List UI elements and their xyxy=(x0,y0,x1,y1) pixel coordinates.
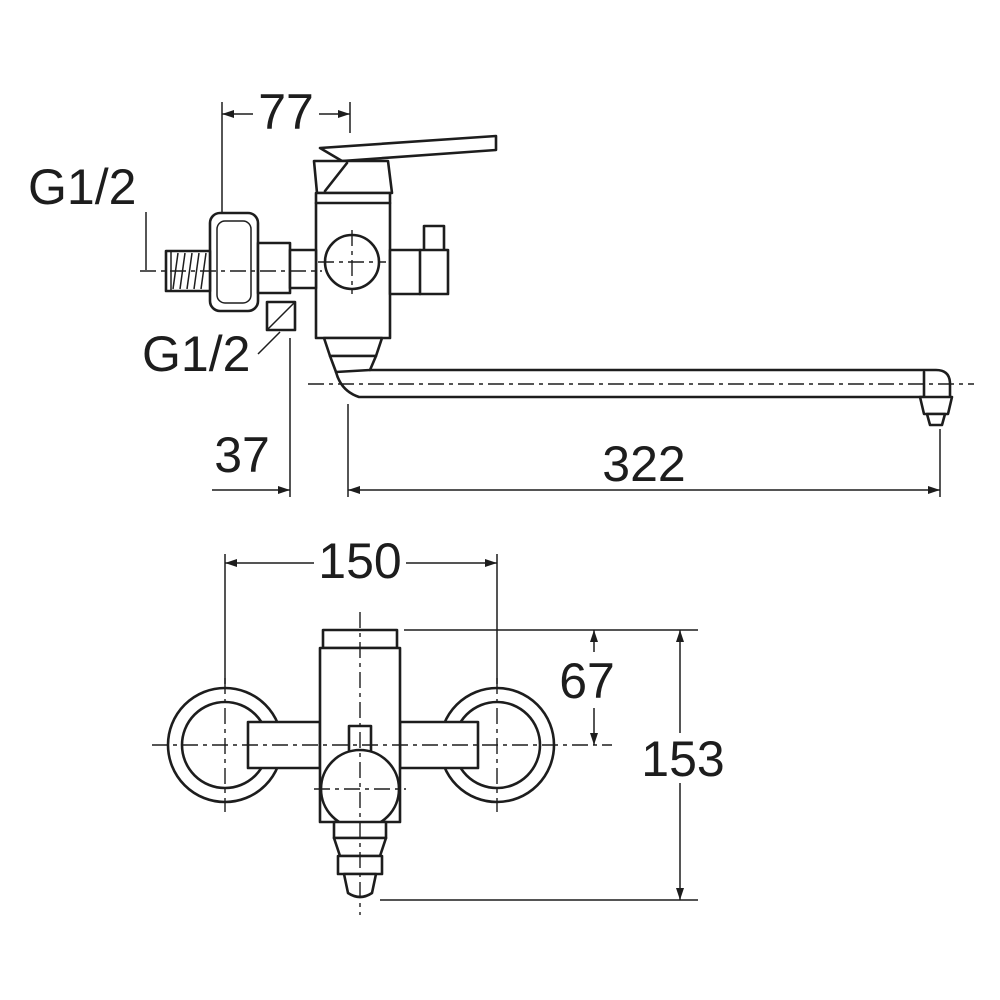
aerator-tip xyxy=(925,412,947,427)
diverter-stub xyxy=(422,224,446,254)
front-view: 150 67 153 xyxy=(152,533,725,915)
arrow-153-bottom xyxy=(676,888,684,900)
arrow-153-top xyxy=(676,630,684,642)
dim-37-label: 37 xyxy=(214,427,270,483)
eccentric-step xyxy=(288,248,318,290)
thread-label-shower: G1/2 xyxy=(142,326,250,382)
eccentric-connector xyxy=(256,241,292,295)
handle-cap-edge xyxy=(323,161,349,193)
plug-detail xyxy=(266,301,296,331)
dim-67-label: 67 xyxy=(559,653,615,709)
side-view: 77 G1/2 G1/2 37 322 xyxy=(28,84,974,497)
dim-77-label: 77 xyxy=(258,84,314,140)
dim-153-label: 153 xyxy=(641,731,724,787)
arrow-77-left xyxy=(222,110,234,118)
spout-bottom-edge xyxy=(334,370,926,399)
handle-cap xyxy=(312,159,394,195)
wall-flange-inner xyxy=(216,220,252,304)
thread-label-wall: G1/2 xyxy=(28,159,136,215)
arrow-322-right xyxy=(928,486,940,494)
arrow-150-left xyxy=(225,559,237,567)
dim-150-label: 150 xyxy=(318,533,401,589)
dim-322-label: 322 xyxy=(602,436,685,492)
spout-nut-upper xyxy=(322,336,384,358)
arrow-67-top xyxy=(590,630,598,642)
leader-thread-shower xyxy=(257,331,281,355)
handle-lever xyxy=(318,134,498,163)
aerator-housing xyxy=(918,395,954,416)
arrow-77-right xyxy=(338,110,350,118)
arrow-67-bottom xyxy=(590,733,598,745)
arrow-37-322 xyxy=(348,486,360,494)
arrow-150-right xyxy=(485,559,497,567)
arrow-37-left xyxy=(278,486,290,494)
